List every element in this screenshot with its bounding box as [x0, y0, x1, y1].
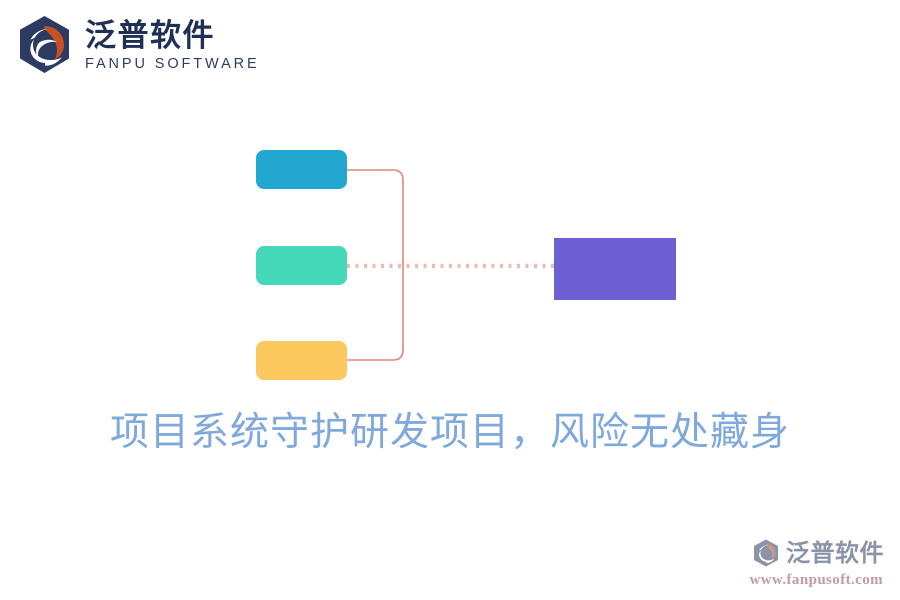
diagram-node-yellow[interactable] [256, 341, 347, 380]
fanpu-hexagon-logo-icon [14, 14, 76, 76]
watermark-name-cn: 泛普软件 [786, 539, 884, 568]
watermark-logo-row: 泛普软件 [751, 538, 884, 568]
brand-name-en: FANPU SOFTWARE [85, 55, 260, 72]
watermark: 泛普软件 www.fanpusoft.com [750, 538, 884, 590]
fanpu-watermark-logo-icon [751, 538, 781, 568]
brand-name-cn: 泛普软件 [85, 17, 215, 54]
headline-text: 项目系统守护研发项目，风险无处藏身 [109, 410, 790, 455]
brand-text-block: 泛普软件 FANPU SOFTWARE [85, 17, 260, 73]
diagram-node-blue[interactable] [256, 150, 347, 189]
brand-header: 泛普软件 FANPU SOFTWARE [14, 14, 260, 76]
diagram-node-teal[interactable] [256, 246, 347, 285]
watermark-url: www.fanpusoft.com [749, 572, 883, 589]
diagram-node-purple[interactable] [554, 238, 676, 300]
